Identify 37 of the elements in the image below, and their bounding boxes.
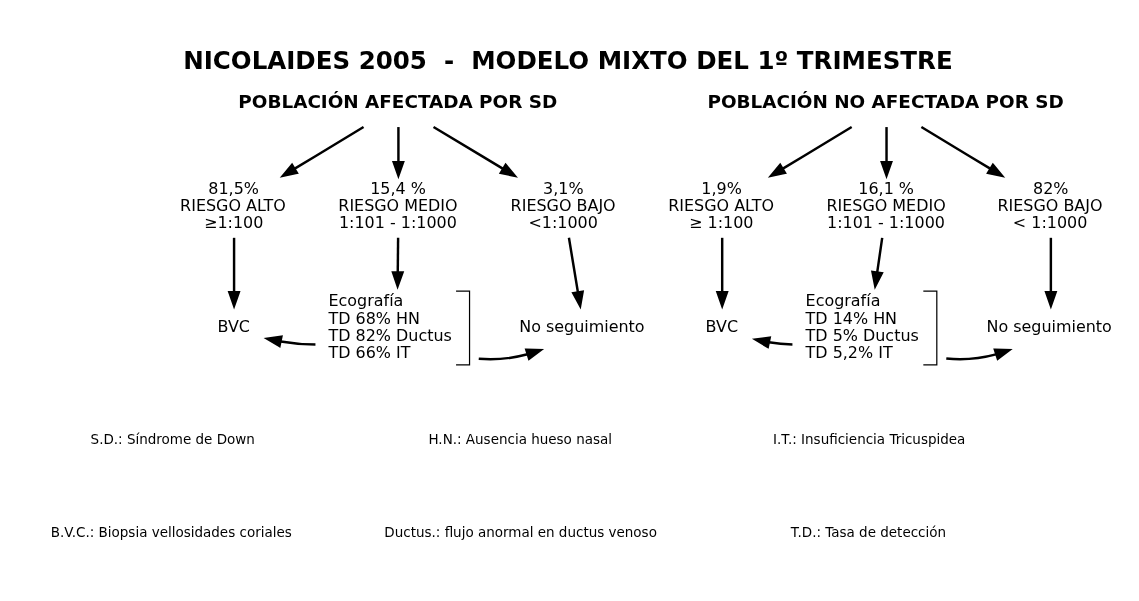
node-text: 3,1% RIESGO BAJO <1:1000 [510,178,616,232]
arrow [567,237,585,309]
node-text: No seguimiento [986,316,1112,336]
node-text: POBLACIÓN NO AFECTADA POR SD [707,90,1064,112]
label: B.V.C.: Biopsia vellosidades coriales [50,523,292,540]
label: I.T.: Insuficiencia Tricuspidea [773,430,966,447]
node-text: Ecografía TD 68% HN TD 82% Ductus TD 66% IT [328,290,452,362]
node-text: 15,4 % RIESGO MEDIO 1:101 - 1:1000 [338,178,458,232]
arrow [880,126,893,179]
arrow [227,237,241,309]
node-text: 81,5% RIESGO ALTO ≥1:100 [180,178,286,232]
arrow [432,125,518,178]
arrow [391,126,405,179]
node-text: 1,9% RIESGO ALTO ≥ 1:100 [668,178,775,232]
label: H.N.: Ausencia hueso nasal [428,430,613,447]
arrow [751,335,793,349]
arrow [391,237,405,290]
arrow [279,125,365,178]
arrow [946,348,1013,361]
arrow [767,125,853,178]
diagram-title: NICOLAIDES 2005 - MODELO MIXTO DEL 1º TRIMESTRE [183,45,953,75]
node-text: BVC [217,316,250,336]
node-text: No seguimiento [519,316,645,336]
node-text: 16,1 % RIESGO MEDIO 1:101 - 1:1000 [826,178,946,232]
arrow [870,237,884,290]
node-text: Ecografía TD 14% HN TD 5% Ductus TD 5,2% IT [805,290,919,362]
label: T.D.: Tasa de detección [790,523,947,540]
arrow [1044,237,1058,309]
label: S.D.: Síndrome de Down [90,430,255,447]
label: Ductus.: flujo anormal en ductus venoso [384,523,657,540]
arrow [920,125,1006,178]
node-text: 82% RIESGO BAJO < 1:1000 [997,178,1103,232]
node-text: BVC [705,316,739,336]
arrow [478,347,545,361]
arrow [263,334,316,348]
node-text: POBLACIÓN AFECTADA POR SD [238,90,558,112]
arrow [715,237,729,309]
